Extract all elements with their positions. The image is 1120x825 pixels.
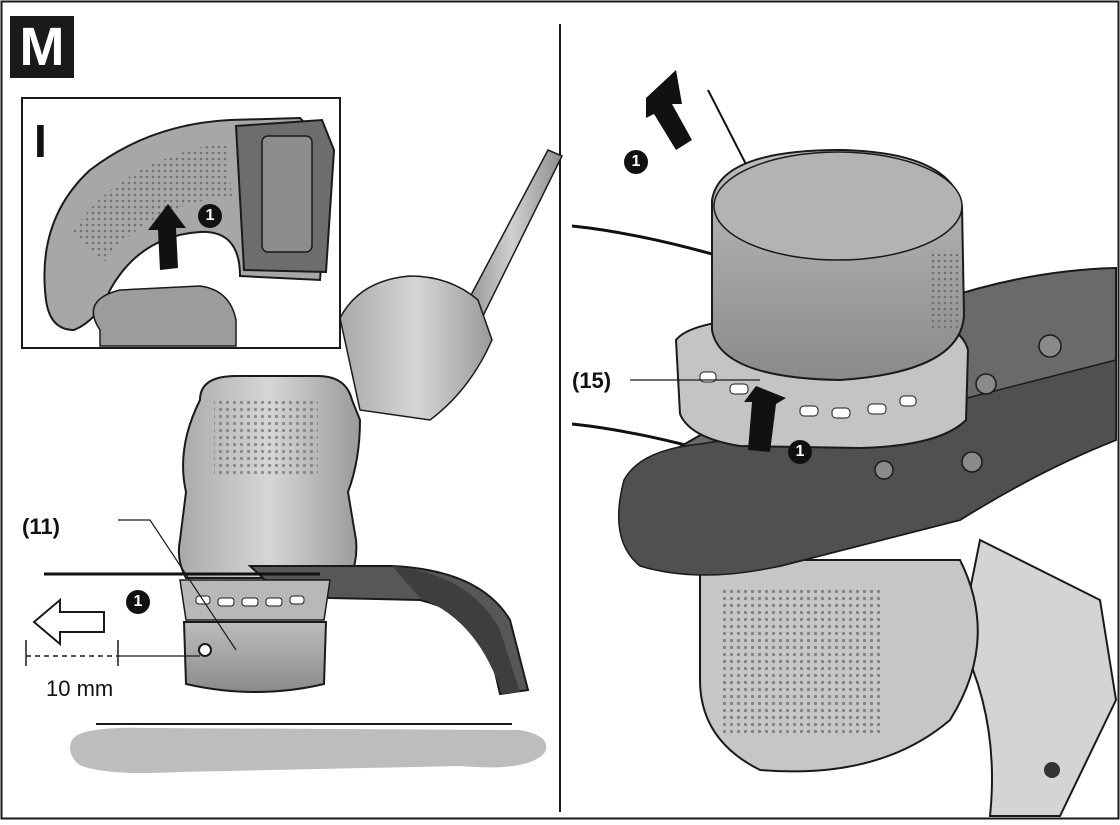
pull-up-arrow	[646, 70, 692, 150]
trimmer-line-tail	[707, 89, 753, 177]
push-up-arrow-right	[744, 386, 786, 452]
guard-front	[392, 566, 520, 694]
inset-handle	[43, 116, 336, 347]
callout-11-leader	[118, 519, 237, 651]
spool-slots-right	[699, 371, 917, 419]
spool-eyelet	[198, 643, 212, 657]
ground-shadow	[70, 727, 547, 773]
spool-cap-ribs	[930, 250, 960, 330]
inset-label: I	[34, 115, 47, 167]
vent-grille	[214, 400, 318, 476]
callout-11-label: (11)	[22, 514, 60, 539]
figure-letter-badge: M	[10, 16, 74, 78]
vent-grille-right	[720, 586, 880, 736]
measurement-label: 10 mm	[46, 676, 114, 701]
step-marker-left: 1	[126, 590, 150, 614]
guard-screws	[874, 334, 1062, 480]
step-marker-inset: 1	[198, 204, 222, 228]
shaft-lower	[958, 538, 1118, 817]
push-arrow-outline	[32, 597, 105, 647]
shaft-collar	[339, 275, 493, 421]
spool-slots	[195, 595, 305, 607]
spool-cap	[182, 621, 328, 693]
callout-15-label: (15)	[572, 368, 612, 393]
shaft-tube	[460, 149, 564, 324]
step-marker-right-top: 1	[624, 150, 648, 174]
guard-rim	[617, 359, 1117, 576]
shaft-hole-2	[1044, 762, 1060, 778]
inset-push-arrow	[148, 204, 186, 270]
spool-cap-top	[713, 151, 963, 261]
step-marker-right-bottom: 1	[788, 440, 812, 464]
